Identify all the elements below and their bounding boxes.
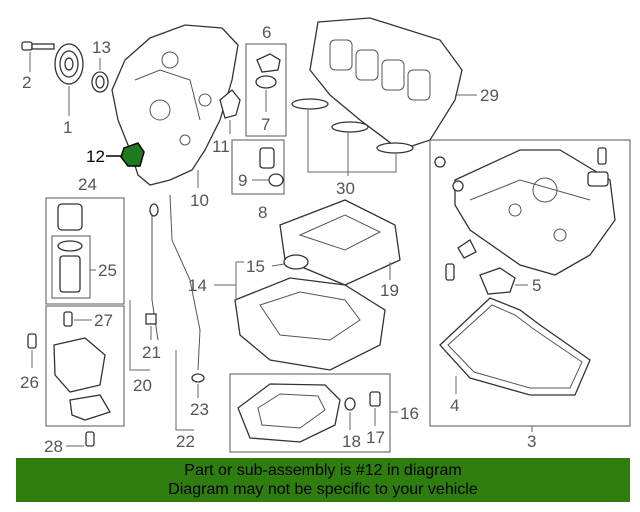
info-banner: Part or sub-assembly is #12 in diagram D… — [16, 458, 630, 502]
group-box-8-9 — [231, 139, 285, 195]
part-5-gasket[interactable] — [479, 267, 516, 295]
part-27-bolt[interactable] — [63, 311, 73, 327]
part-21-dipstick-seal[interactable] — [145, 313, 157, 325]
callout-23[interactable]: 23 — [190, 400, 209, 419]
group-box-25 — [51, 235, 91, 299]
part-11-gasket[interactable] — [219, 89, 241, 119]
callout-15[interactable]: 15 — [246, 257, 265, 276]
part-22-tube[interactable] — [169, 194, 201, 371]
callout-5[interactable]: 5 — [532, 276, 541, 295]
callout-18[interactable]: 18 — [342, 432, 361, 451]
part-12-highlighted[interactable] — [120, 142, 145, 167]
part-3-grommet[interactable] — [434, 156, 464, 192]
callout-2[interactable]: 2 — [22, 73, 31, 92]
part-28-bolt[interactable] — [85, 431, 95, 447]
part-29-intake-manifold[interactable] — [309, 17, 463, 151]
callout-7[interactable]: 7 — [261, 115, 270, 134]
part-16-oil-pan-lower[interactable] — [237, 383, 341, 443]
part-10-timing-cover[interactable] — [111, 24, 239, 186]
part-3-valve-cover[interactable] — [454, 149, 616, 276]
part-2-bolt[interactable] — [21, 41, 55, 51]
part-18-washer[interactable] — [344, 397, 356, 411]
group-box-26-28 — [45, 305, 125, 427]
part-24-filter-cap[interactable] — [57, 203, 83, 231]
callout-8[interactable]: 8 — [258, 203, 267, 222]
callout-28[interactable]: 28 — [44, 437, 63, 456]
callout-16[interactable]: 16 — [400, 404, 419, 423]
part-4-valve-cover-gasket[interactable] — [439, 297, 591, 396]
callout-29[interactable]: 29 — [480, 86, 499, 105]
part-3-bolt-b[interactable] — [445, 263, 455, 281]
callout-24[interactable]: 24 — [78, 175, 97, 194]
part-7-oring[interactable] — [255, 75, 277, 89]
callout-9[interactable]: 9 — [238, 171, 247, 190]
callout-30[interactable]: 30 — [336, 179, 355, 198]
callout-6[interactable]: 6 — [262, 23, 271, 42]
part-3-bracket[interactable] — [457, 239, 477, 259]
part-3-sensor[interactable] — [587, 171, 609, 187]
part-20-dipstick[interactable] — [149, 203, 159, 341]
part-30-gaskets[interactable] — [291, 98, 414, 154]
part-13-seal[interactable] — [91, 71, 109, 93]
part-26-bolt[interactable] — [27, 333, 37, 349]
part-17-plug[interactable] — [369, 391, 381, 407]
part-25-filter[interactable] — [57, 240, 83, 293]
banner-line-2: Diagram may not be specific to your vehi… — [168, 481, 478, 498]
part-19-baffle[interactable] — [279, 199, 401, 286]
callout-19[interactable]: 19 — [380, 281, 399, 300]
callout-22[interactable]: 22 — [176, 432, 195, 451]
callout-3[interactable]: 3 — [527, 432, 536, 451]
banner-line-1: Part or sub-assembly is #12 in diagram — [184, 462, 462, 479]
part-26-filter-housing[interactable] — [53, 337, 111, 421]
callout-20[interactable]: 20 — [133, 376, 152, 395]
group-box-16-18 — [229, 373, 391, 453]
callout-11[interactable]: 11 — [212, 137, 230, 156]
callout-13[interactable]: 13 — [92, 38, 111, 57]
callout-10[interactable]: 10 — [190, 191, 209, 210]
part-15-gasket[interactable] — [283, 254, 309, 270]
group-box-24-25 — [45, 197, 125, 305]
callout-1[interactable]: 1 — [63, 118, 72, 137]
part-14-oil-pan-upper[interactable] — [234, 277, 386, 371]
callout-17[interactable]: 17 — [366, 428, 385, 447]
callout-12[interactable]: 12 — [86, 147, 105, 166]
callout-21[interactable]: 21 — [142, 343, 161, 362]
part-1-pulley[interactable] — [54, 43, 84, 85]
part-9-valve[interactable] — [259, 147, 284, 187]
part-6-cap[interactable] — [256, 53, 281, 73]
callout-14[interactable]: 14 — [188, 276, 207, 295]
group-box-6-7 — [245, 43, 287, 137]
callout-27[interactable]: 27 — [94, 311, 113, 330]
engine-parts-diagram: 2 1 13 10 12 11 6 7 — [20, 17, 631, 456]
group-box-3-5 — [429, 139, 631, 427]
part-3-bolt-a[interactable] — [597, 147, 607, 165]
callout-25[interactable]: 25 — [98, 261, 117, 280]
part-23-drain-plug[interactable] — [191, 373, 205, 383]
callout-4[interactable]: 4 — [450, 396, 459, 415]
callout-26[interactable]: 26 — [20, 373, 39, 392]
